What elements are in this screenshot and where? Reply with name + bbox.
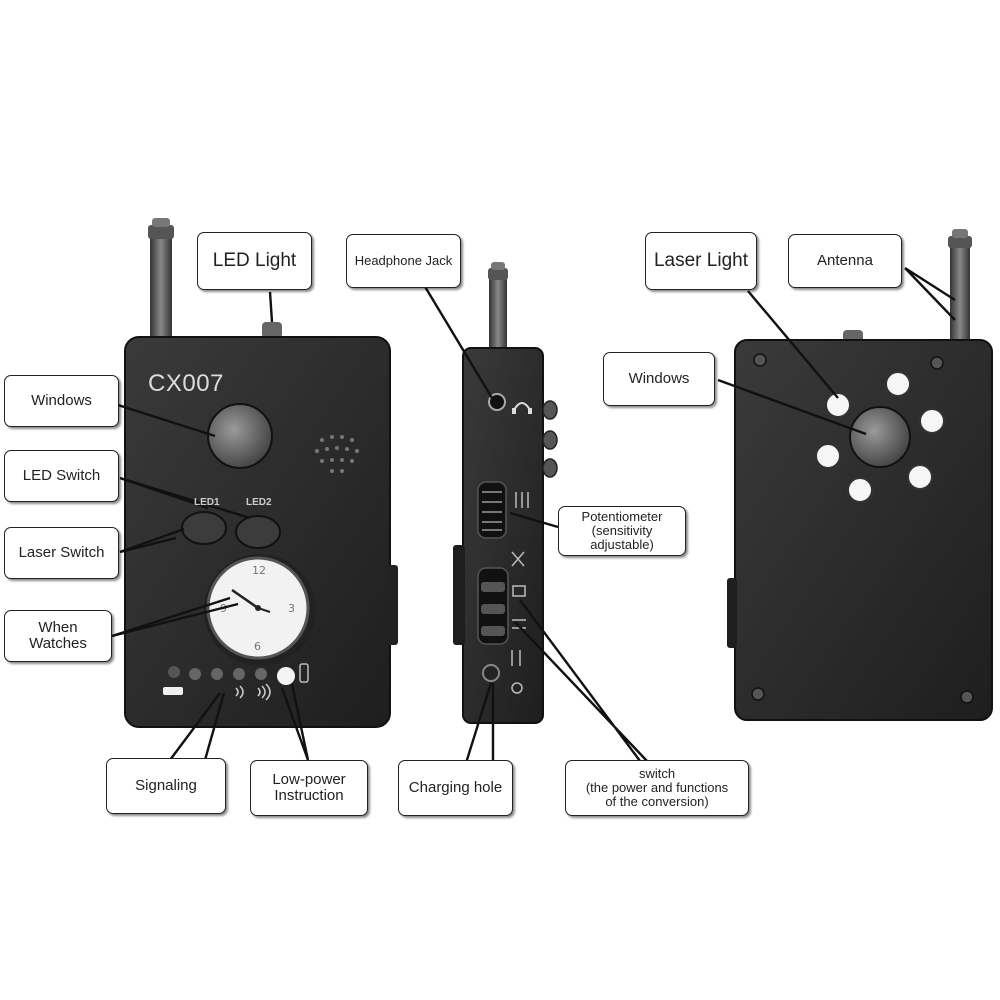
- callout-laser-light-text: Laser Light: [653, 249, 748, 271]
- callout-charging-hole-text: Charging hole: [408, 778, 503, 796]
- back-view: [727, 229, 993, 721]
- led1-button: [181, 511, 227, 545]
- signal-leds: [163, 663, 309, 701]
- led-light-nub: [262, 322, 282, 338]
- svg-text:3: 3: [288, 602, 295, 615]
- device-model-label: CX007: [148, 370, 224, 397]
- low-power-led: [277, 667, 295, 685]
- callout-windows-back-text: Windows: [628, 369, 690, 387]
- back-body: [734, 339, 993, 721]
- callout-led-switch-text: LED Switch: [22, 466, 101, 484]
- callout-led-light: LED Light: [197, 232, 312, 290]
- led1-label: LED1: [194, 497, 220, 508]
- callout-led-switch: LED Switch: [4, 450, 119, 502]
- callout-signaling-text: Signaling: [135, 776, 197, 794]
- svg-text:6: 6: [254, 640, 261, 653]
- headphone-jack: [488, 393, 506, 411]
- led2-label: LED2: [246, 497, 272, 508]
- callout-when-watches: When Watches: [4, 610, 112, 662]
- callout-switch-line-2: (the power and functions: [585, 779, 729, 795]
- callout-headphone-jack-text: Headphone Jack: [354, 252, 453, 268]
- callout-switch-line-3: of the conversion): [605, 794, 709, 810]
- front-view: 123 69: [124, 218, 398, 728]
- callout-laser-switch: Laser Switch: [4, 527, 119, 579]
- callout-low-power: Low-power Instruction: [250, 760, 368, 816]
- callout-laser-switch-text: Laser Switch: [18, 543, 105, 561]
- side-switch: [477, 567, 509, 645]
- callout-when-watches-text: When Watches: [29, 618, 87, 652]
- side-view: [453, 262, 558, 724]
- callout-low-power-line-2: Instruction: [274, 787, 344, 804]
- leader-lines: [111, 266, 956, 764]
- callout-laser-light: Laser Light: [645, 232, 757, 290]
- callout-antenna: Antenna: [788, 234, 902, 288]
- callout-headphone-jack: Headphone Jack: [346, 234, 461, 288]
- callout-potentiometer-line-1: Potentiometer: [581, 508, 663, 524]
- svg-text:12: 12: [252, 564, 266, 577]
- callout-windows-back: Windows: [603, 352, 715, 406]
- callout-low-power-line-1: Low-power: [272, 770, 346, 788]
- front-watch: 123 69: [204, 554, 316, 666]
- laser-light-ring: [815, 371, 945, 503]
- charging-hole: [482, 664, 500, 682]
- callout-windows-front: Windows: [4, 375, 119, 427]
- potentiometer-wheel: [477, 481, 507, 539]
- front-antenna: [148, 218, 174, 340]
- front-window-lens: [207, 403, 273, 469]
- callout-windows-front-text: Windows: [31, 391, 92, 409]
- callout-led-light-text: LED Light: [212, 249, 297, 271]
- speaker-grille: [315, 435, 359, 473]
- back-antenna: [948, 229, 972, 345]
- callout-potentiometer: Potentiometer (sensitivity adjustable): [558, 506, 686, 556]
- callout-antenna-text: Antenna: [817, 251, 873, 269]
- side-antenna: [488, 262, 508, 350]
- screws: [751, 353, 974, 704]
- callout-signaling: Signaling: [106, 758, 226, 814]
- callout-switch: switch (the power and functions of the c…: [565, 760, 749, 816]
- back-window-lens: [849, 406, 911, 468]
- led2-button: [235, 515, 281, 549]
- callout-switch-line-1: switch: [638, 765, 676, 781]
- callout-potentiometer-line-2: (sensitivity adjustable): [590, 522, 654, 553]
- callout-charging-hole: Charging hole: [398, 760, 513, 816]
